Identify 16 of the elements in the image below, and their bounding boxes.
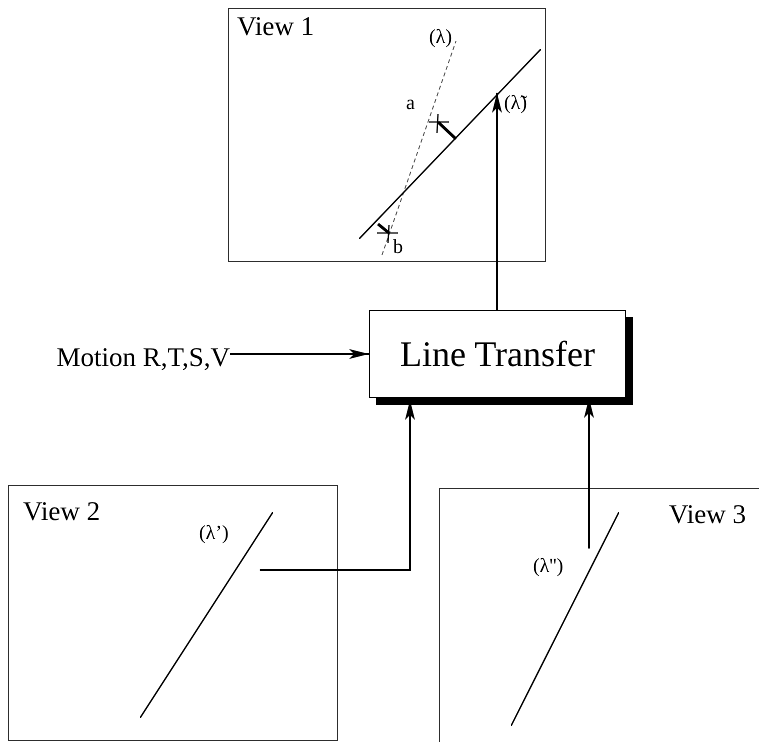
arrow <box>230 349 369 359</box>
line-label: (λ’) <box>199 523 229 543</box>
point-label: (λ) <box>429 27 452 47</box>
arrow <box>492 92 502 310</box>
point-label: a <box>406 93 415 113</box>
node-label: Motion R,T,S,V <box>56 344 230 370</box>
point-label: b <box>393 237 403 257</box>
line-label: (λ'') <box>533 556 564 576</box>
node-label: Line Transfer <box>400 336 595 372</box>
node-label: View 3 <box>668 501 746 528</box>
node-label: View 2 <box>23 498 100 525</box>
view-panel <box>228 8 546 262</box>
line-label: (λ̃) <box>504 93 528 113</box>
node-label: View 1 <box>237 13 314 40</box>
view-panel <box>439 488 759 742</box>
view-panel <box>8 485 338 741</box>
